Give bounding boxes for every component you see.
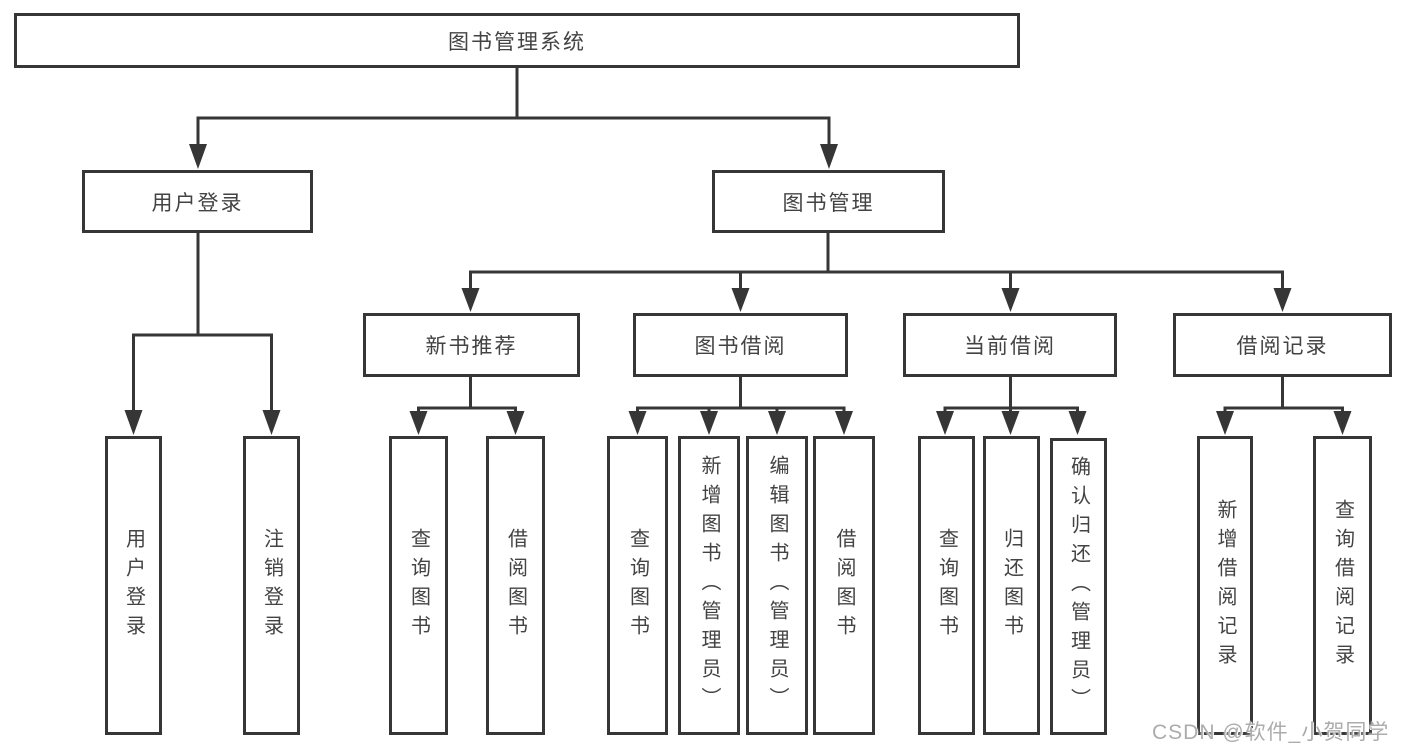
leaf-cb-query-books: 查询图书 bbox=[918, 436, 975, 735]
leaf-nb-query-books: 查询图书 bbox=[389, 436, 448, 735]
leaf-cb-return-books: 归还图书 bbox=[983, 436, 1040, 735]
leaf-bb-borrow-books: 借阅图书 bbox=[813, 436, 875, 735]
leaf-bb-add-books-admin: 新增图书（管理员） bbox=[678, 436, 740, 735]
node-book-borrowing: 图书借阅 bbox=[633, 313, 848, 377]
node-library-management-system: 图书管理系统 bbox=[14, 13, 1020, 68]
csdn-watermark: CSDN @软件_小贺同学 bbox=[1152, 721, 1390, 744]
node-user-login: 用户登录 bbox=[82, 170, 313, 233]
node-book-management: 图书管理 bbox=[712, 170, 945, 233]
leaf-nb-borrow-books: 借阅图书 bbox=[486, 436, 545, 735]
leaf-logout: 注销登录 bbox=[243, 436, 300, 735]
leaf-br-add-record: 新增借阅记录 bbox=[1197, 436, 1253, 735]
leaf-user-login: 用户登录 bbox=[105, 436, 162, 735]
leaf-cb-confirm-return-admin: 确认归还（管理员） bbox=[1050, 438, 1107, 735]
leaf-bb-edit-books-admin: 编辑图书（管理员） bbox=[746, 436, 808, 735]
node-borrowing-records: 借阅记录 bbox=[1173, 313, 1392, 377]
leaf-br-query-record: 查询借阅记录 bbox=[1313, 436, 1372, 735]
node-current-borrowing: 当前借阅 bbox=[903, 313, 1117, 377]
node-new-book-recommend: 新书推荐 bbox=[363, 313, 580, 377]
leaf-bb-query-books: 查询图书 bbox=[607, 436, 668, 735]
